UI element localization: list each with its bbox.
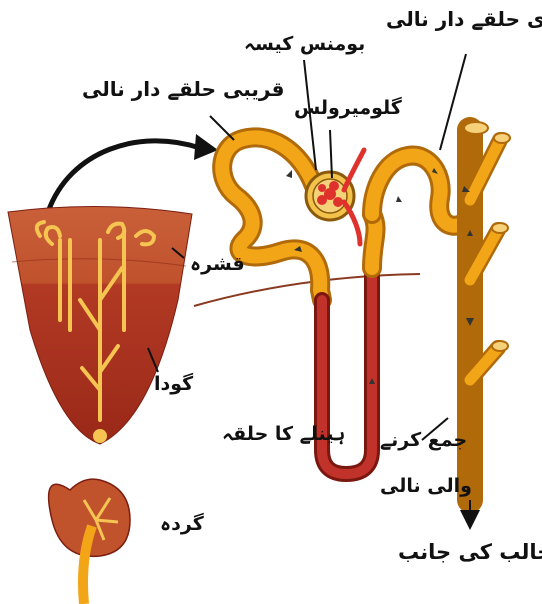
label-medulla: گودا [154, 374, 193, 396]
label-loop-of-henle: ہینلے کا حلقہ [222, 424, 345, 446]
pointer-arrow [48, 141, 200, 212]
label-cortex: قشرہ [190, 254, 245, 276]
cortex-medulla-boundary [194, 274, 420, 306]
label-kidney: گردہ [160, 514, 204, 536]
label-glomerulus: گلومیرولس [294, 98, 402, 120]
label-distal-tubule: بعیدی حلقے دار نالی [386, 8, 542, 31]
kidney-illustration [49, 479, 130, 604]
distal-tubule [372, 156, 462, 226]
label-bowmans-capsule: بومنس کیسہ [244, 34, 365, 56]
collecting-duct [464, 122, 510, 500]
label-collecting-duct-line1: جمع کرنے [380, 430, 467, 452]
label-towards-ureter: حالب کی جانب [398, 540, 542, 564]
label-collecting-duct-line2: والی نالی [380, 476, 472, 498]
kidney-wedge [8, 206, 192, 444]
label-proximal-tubule: قریبی حلقے دار نالی [82, 78, 284, 101]
